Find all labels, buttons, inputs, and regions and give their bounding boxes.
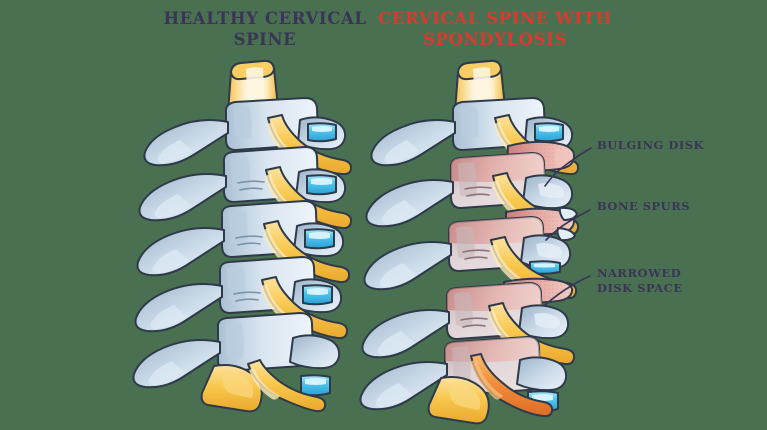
callout-label-narrowed-disk-space: NARROWED DISK SPACE <box>597 266 683 295</box>
leader-line-narrowed-disk-space <box>544 275 591 306</box>
healthy-spine-illustration <box>132 59 353 413</box>
page-title-healthy: HEALTHY CERVICAL SPINE <box>163 9 367 49</box>
disc-diseased-1 <box>534 122 564 143</box>
vertebra-diseased-5 <box>359 336 568 413</box>
leader-line-bone-spurs <box>545 209 591 241</box>
page-title-spondylosis: CERVICAL SPINE WITH SPONDYLOSIS <box>378 9 612 49</box>
callout-label-bulging-disk: BULGING DISK <box>597 138 705 152</box>
vertebra-healthy-5 <box>132 312 341 397</box>
vertebra-diseased-2 <box>365 152 574 228</box>
spondylosis-spine-illustration <box>359 59 580 425</box>
cauda-nerve-healthy <box>200 359 327 413</box>
cauda-nerve-diseased <box>427 353 554 425</box>
spinal-cord-diseased <box>454 59 506 113</box>
callout-leader-lines <box>544 147 592 306</box>
spinal-cord-healthy <box>227 59 279 113</box>
disc-healthy-1 <box>307 122 337 143</box>
callout-label-bone-spurs: BONE SPURS <box>597 199 691 213</box>
leader-line-bulging-disk <box>544 147 592 187</box>
